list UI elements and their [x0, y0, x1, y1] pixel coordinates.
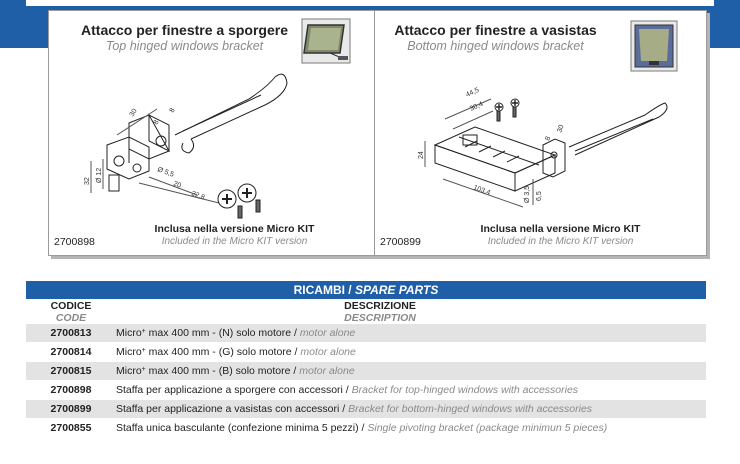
dim-label: 103,4 — [472, 184, 491, 197]
dim-label: 22,8 — [190, 190, 205, 201]
dim-label: 44,5 — [465, 87, 480, 99]
part-description: Staffa per applicazione a vasistas con a… — [116, 403, 593, 415]
included-note: Inclusa nella versione Micro KIT — [480, 223, 641, 235]
dim-label: Ø 5,5 — [156, 166, 175, 178]
bottom-hinged-bracket-drawing: 44,5 30,4 24 103,4 Ø 3,5 6,5 30 8 — [418, 87, 668, 208]
included-note-en: Included in the Micro KIT version — [487, 236, 634, 247]
column-header-code: CODICE — [50, 300, 92, 312]
column-header-description: DESCRIZIONE — [344, 300, 416, 312]
part-description: Staffa per applicazione a sporgere con a… — [116, 384, 579, 396]
dim-label: 6,5 — [536, 191, 543, 201]
dim-label: 8 — [153, 119, 161, 126]
dim-label: 20 — [172, 180, 182, 189]
panel-code: 2700898 — [54, 236, 95, 248]
dim-label: 30 — [556, 124, 565, 134]
spare-parts-header: RICAMBI / SPARE PARTS — [26, 281, 706, 299]
part-description: Micro+ max 400 mm - (N) solo motore / mo… — [116, 327, 356, 339]
included-note: Inclusa nella versione Micro KIT — [154, 223, 315, 235]
table-row: 2700813 Micro+ max 400 mm - (N) solo mot… — [26, 324, 706, 342]
top-hinged-window-thumbnail — [301, 18, 351, 64]
panel-top-hinged: Attacco per finestre a sporgere Top hing… — [48, 10, 381, 256]
panel-code: 2700899 — [380, 236, 421, 248]
part-code: 2700813 — [50, 327, 92, 339]
part-code: 2700814 — [50, 346, 92, 358]
dim-label: 32 — [84, 177, 91, 185]
dim-label: 30 — [129, 108, 139, 118]
dim-label: 8 — [544, 136, 552, 142]
column-header-code-en: CODE — [55, 312, 87, 324]
panel-subtitle: Bottom hinged windows bracket — [407, 39, 584, 53]
top-strip — [26, 0, 714, 6]
top-hinged-bracket-drawing: 30 8 8 32 Ø 12 20 22,8 Ø 5,5 — [84, 73, 288, 219]
table-row: 2700899 Staffa per applicazione a vasist… — [26, 400, 706, 418]
part-code: 2700855 — [50, 422, 92, 434]
part-code: 2700899 — [50, 403, 92, 415]
part-description: Micro+ max 400 mm - (G) solo motore / mo… — [116, 346, 356, 358]
part-description: Micro+ max 400 mm - (B) solo motore / mo… — [116, 365, 355, 377]
column-header-description-en: DESCRIPTION — [344, 312, 416, 324]
table-row: 2700898 Staffa per applicazione a sporge… — [26, 381, 706, 399]
dim-label: 30,4 — [469, 101, 484, 113]
part-code: 2700815 — [50, 365, 92, 377]
dim-label: 8 — [169, 107, 177, 114]
dim-label: Ø 12 — [96, 168, 103, 183]
panel-title: Attacco per finestre a sporgere — [81, 22, 288, 38]
part-description: Staffa unica basculante (confezione mini… — [116, 422, 608, 434]
dim-label: Ø 3,5 — [524, 186, 531, 203]
panel-title: Attacco per finestre a vasistas — [394, 22, 597, 38]
bottom-hinged-window-thumbnail — [630, 20, 678, 72]
header-sep: / — [344, 283, 355, 297]
panel-subtitle: Top hinged windows bracket — [105, 39, 264, 53]
table-row: 2700814 Micro+ max 400 mm - (G) solo mot… — [26, 343, 706, 361]
part-code: 2700898 — [50, 384, 92, 396]
table-row: 2700855 Staffa unica basculante (confezi… — [26, 419, 706, 437]
header-it: RICAMBI — [293, 283, 345, 297]
dim-label: 24 — [418, 151, 425, 159]
header-en: SPARE PARTS — [354, 283, 439, 297]
panel-bottom-hinged: Attacco per finestre a vasistas Bottom h… — [374, 10, 707, 256]
included-note-en: Included in the Micro KIT version — [161, 236, 308, 247]
table-row: 2700815 Micro+ max 400 mm - (B) solo mot… — [26, 362, 706, 380]
